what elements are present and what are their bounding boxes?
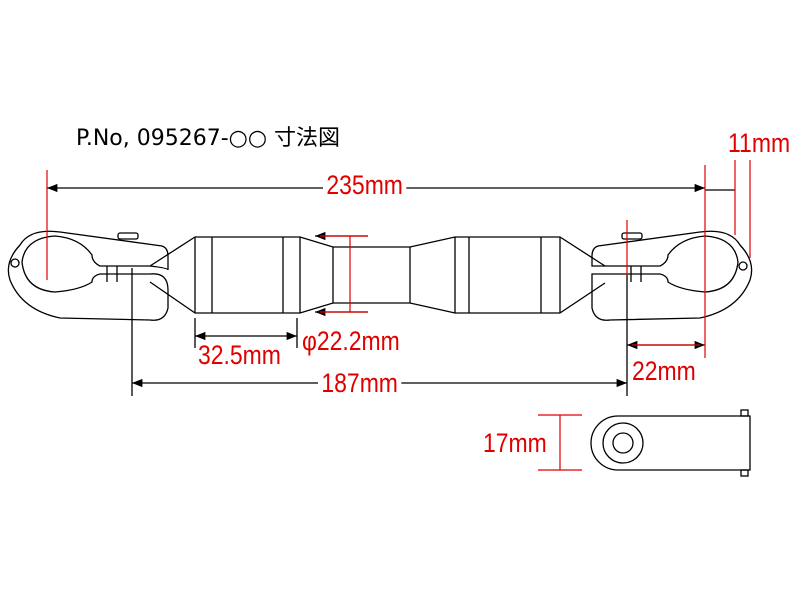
dim-clamp-width: 11mm bbox=[728, 128, 791, 158]
part-number-title: P.No, 095267-○○ 寸法図 bbox=[76, 126, 341, 151]
bar-body bbox=[149, 236, 606, 314]
right-clamp bbox=[591, 230, 753, 321]
dim-center-length: 187mm bbox=[318, 368, 402, 399]
dim-weight-length: 32.5mm bbox=[198, 340, 281, 370]
dim-bar-diameter: φ22.2mm bbox=[302, 326, 400, 356]
dim-clamp-offset: 22mm bbox=[632, 356, 696, 386]
red-extension-lines bbox=[46, 160, 751, 471]
dim-overall-length: 235mm bbox=[323, 170, 407, 201]
clamp-side-view bbox=[590, 409, 751, 477]
left-clamp bbox=[7, 230, 169, 321]
dim-clamp-height: 17mm bbox=[483, 428, 547, 458]
